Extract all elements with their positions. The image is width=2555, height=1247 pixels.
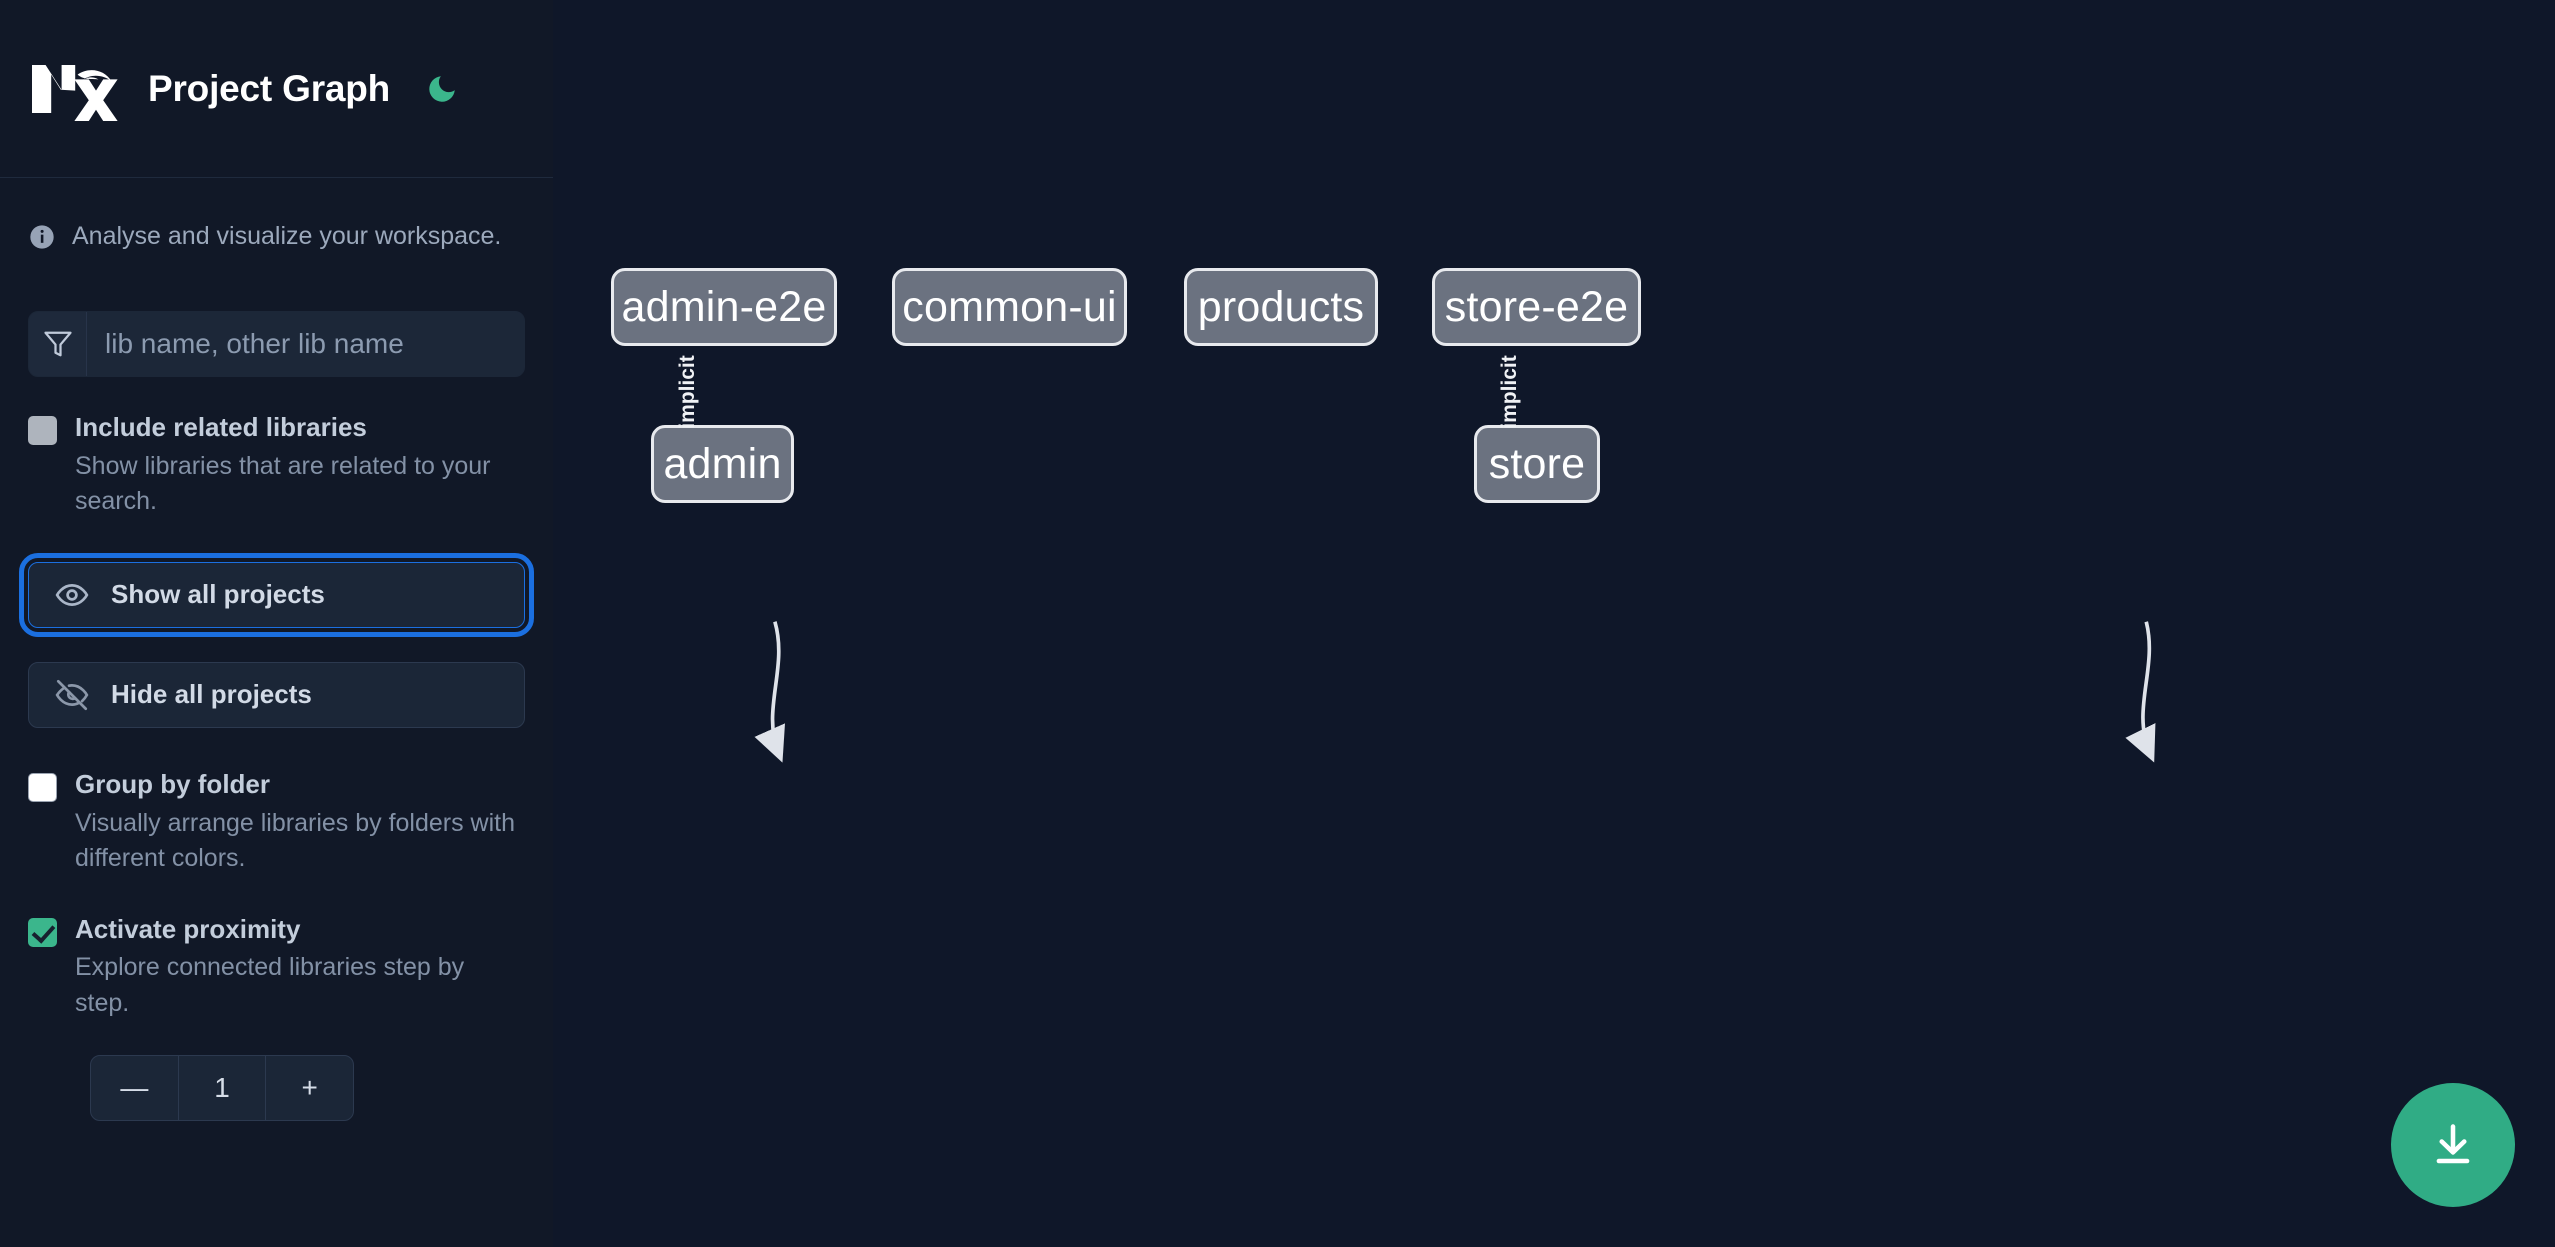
download-button[interactable] — [2391, 1083, 2515, 1207]
filter-search-box[interactable] — [28, 311, 525, 377]
sidebar-header: Project Graph — [0, 0, 553, 178]
eye-off-icon — [55, 679, 89, 710]
proximity-decrement-button[interactable]: — — [120, 1072, 149, 1104]
option-title: Group by folder — [75, 768, 270, 799]
edge-store-e2e-store — [2125, 621, 2156, 763]
node-label: store-e2e — [1444, 282, 1629, 331]
option-title: Activate proximity — [75, 913, 301, 944]
sidebar: Project Graph Analyse and visualize your… — [0, 0, 553, 1247]
node-label: common-ui — [902, 282, 1117, 331]
nx-logo — [32, 64, 118, 121]
option-group-by-folder[interactable]: Group by folder Visually arrange librari… — [28, 768, 525, 877]
tagline-text: Analyse and visualize your workspace. — [72, 222, 502, 250]
option-description: Visually arrange libraries by folders wi… — [75, 808, 516, 873]
checkbox-include-related-libraries[interactable] — [28, 416, 57, 445]
edge-admin-e2e-admin — [754, 621, 786, 763]
show-all-projects-button[interactable]: Show all projects — [19, 552, 534, 637]
node-label: store — [1488, 439, 1586, 488]
tagline: Analyse and visualize your workspace. — [0, 178, 553, 251]
option-description: Show libraries that are related to your … — [75, 451, 491, 516]
eye-icon — [55, 583, 89, 606]
download-icon — [2436, 1124, 2470, 1164]
node-label: admin — [663, 439, 782, 488]
moon-icon[interactable] — [420, 67, 464, 111]
search-input[interactable] — [87, 312, 524, 376]
moon-glyph — [429, 75, 455, 102]
option-include-related-libraries[interactable]: Include related libraries Show libraries… — [28, 411, 525, 520]
funnel-filter-icon — [29, 312, 87, 376]
graph-node-common-ui[interactable]: common-ui — [892, 268, 1127, 346]
proximity-increment-button[interactable]: + — [301, 1072, 318, 1104]
checkbox-group-by-folder[interactable] — [28, 772, 57, 802]
graph-edges — [754, 621, 2156, 763]
graph-node-admin[interactable]: admin — [651, 425, 794, 503]
graph-canvas[interactable]: admin-e2e common-ui products store-e2e a… — [553, 0, 2555, 1247]
page-title: Project Graph — [148, 67, 391, 109]
show-all-projects-label: Show all projects — [111, 579, 325, 610]
proximity-value: 1 — [177, 1056, 267, 1121]
checkbox-activate-proximity[interactable] — [28, 917, 57, 947]
graph-node-store[interactable]: store — [1474, 425, 1600, 503]
proximity-stepper[interactable]: — 1 + — [90, 1055, 354, 1122]
funnel-glyph — [43, 331, 72, 357]
graph-node-admin-e2e[interactable]: admin-e2e — [611, 268, 837, 346]
graph-node-products[interactable]: products — [1184, 268, 1378, 346]
node-label: products — [1197, 282, 1365, 331]
node-label: admin-e2e — [621, 282, 827, 331]
option-description: Explore connected libraries step by step… — [75, 953, 465, 1017]
hide-all-projects-label: Hide all projects — [111, 679, 312, 710]
graph-node-store-e2e[interactable]: store-e2e — [1432, 268, 1641, 346]
info-icon — [30, 224, 54, 249]
hide-all-projects-button[interactable]: Hide all projects — [28, 661, 525, 728]
option-title: Include related libraries — [75, 412, 367, 442]
option-activate-proximity[interactable]: Activate proximity Explore connected lib… — [28, 913, 525, 1022]
